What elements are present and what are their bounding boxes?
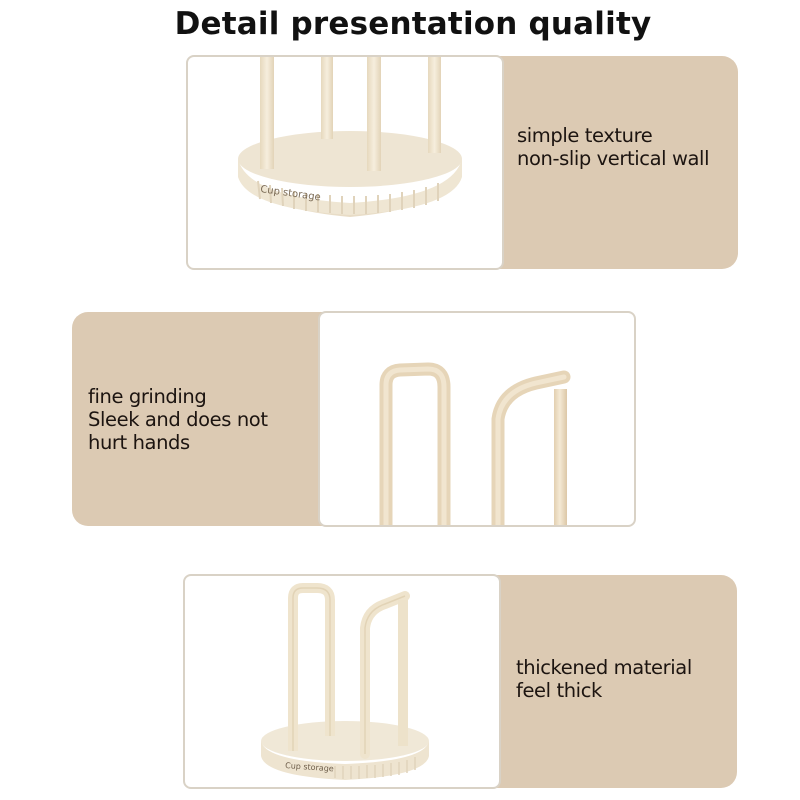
feature-text: simple texture non-slip vertical wall [517, 124, 710, 170]
feature-panel-texture: simple texture non-slip vertical wall [500, 56, 738, 269]
product-label: Cup storage [285, 761, 334, 773]
product-image-rod-closeup [318, 311, 636, 527]
cup-rack-base-illustration: Cup storage [238, 57, 462, 217]
feature-text: thickened material feel thick [516, 656, 692, 702]
feature-line: simple texture [517, 124, 653, 147]
feature-line: thickened material [516, 656, 692, 679]
feature-panel-grinding: fine grinding Sleek and does not hurt ha… [72, 312, 324, 526]
feature-panel-material: thickened material feel thick [497, 575, 737, 788]
cup-rack-full-illustration: Cup storage [261, 583, 429, 780]
product-image-base-closeup: Cup storage [186, 55, 504, 270]
page-title: Detail presentation quality [174, 6, 652, 42]
feature-line: feel thick [516, 679, 602, 702]
rod-tops-illustration [379, 362, 571, 525]
feature-text: fine grinding Sleek and does not hurt ha… [88, 385, 268, 454]
product-image-full-view: Cup storage [183, 574, 501, 789]
feature-line: hurt hands [88, 431, 190, 454]
feature-line: fine grinding [88, 385, 207, 408]
feature-line: Sleek and does not [88, 408, 268, 431]
feature-line: non-slip vertical wall [517, 147, 710, 170]
